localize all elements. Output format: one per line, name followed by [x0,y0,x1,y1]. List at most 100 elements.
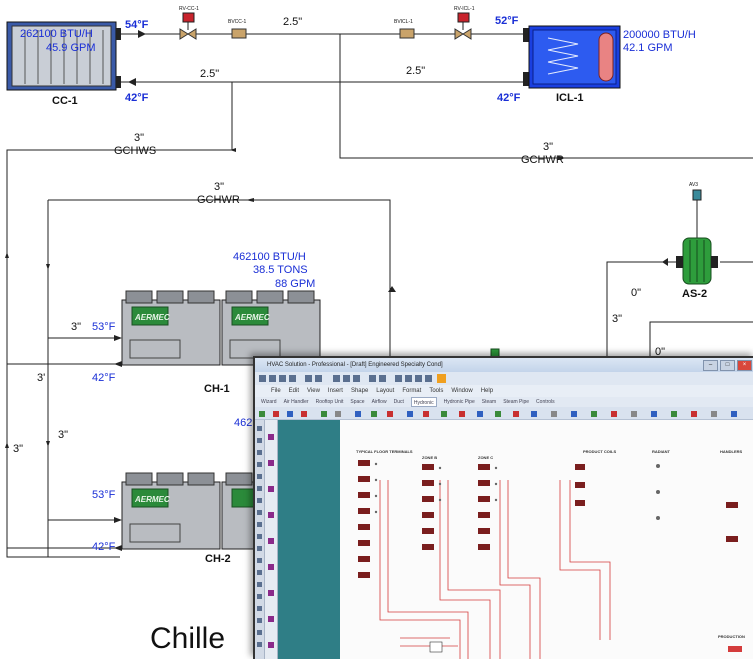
pipe-network [6,33,753,558]
title-bar[interactable]: HVAC Solution - Professional - [Draft] E… [255,358,753,372]
ch2-temp-out: 42°F [92,541,116,553]
ch1-name: CH-1 [204,383,230,395]
tab-airflow[interactable]: Airflow [371,399,387,405]
minimize-button[interactable]: – [703,360,718,371]
canvas-label-zone-c: ZONE C [478,455,493,460]
drawing-canvas[interactable]: TYPICAL FLOOR TERMINALS ZONE B ZONE C PR… [340,420,753,659]
icl1-gpm: 42.1 GPM [623,42,673,54]
menu-edit[interactable]: Edit [288,388,300,394]
gchwr-label: GCHWR [197,194,240,206]
pipe-gchws [6,82,233,558]
stencil-pane [278,420,340,659]
menu-insert[interactable]: Insert [327,388,343,394]
left-v3-label: 3" [58,429,68,441]
shape-toolbar [255,407,753,420]
valve-bv-cc1[interactable]: BVCC-1 [228,19,247,39]
gchwr-size: 3" [214,181,224,193]
valve-bv-icl1[interactable]: BVICL-1 [394,19,415,39]
left-tool-icons [257,426,262,647]
pipe-size-top-return: 2.5" [200,68,219,80]
menu-shape[interactable]: Shape [350,388,369,394]
menu-layout[interactable]: Layout [376,388,395,394]
as2-vent: AV3 [689,182,698,188]
menu-help[interactable]: Help [480,388,494,394]
tab-air-handler[interactable]: Air Handler [283,399,309,405]
pipe-gchwr [48,199,391,357]
tab-controls[interactable]: Controls [536,399,555,405]
app-window: HVAC Solution - Professional - [Draft] E… [253,356,753,659]
maximize-button[interactable]: □ [720,360,735,371]
gchwr-right-label: GCHWR [521,154,564,166]
menu-view[interactable]: View [307,388,320,394]
ch1-size-in: 3" [71,321,81,333]
canvas-drawing: TYPICAL FLOOR TERMINALS ZONE B ZONE C PR… [356,449,745,659]
tab-space[interactable]: Space [350,399,365,405]
cc1-temp-supply: 54°F [125,19,149,31]
tab-duct[interactable]: Duct [393,399,404,405]
as2-unit[interactable]: AV3 AS-2 [676,182,718,300]
tab-steam-pipe[interactable]: Steam Pipe [503,399,530,405]
ch2-unit[interactable]: AERMEC 462 53°F 42°F CH-2 [92,417,263,565]
ch1-brand-b: AERMEC [234,313,270,322]
tab-wizard[interactable]: Wizard [261,399,277,405]
ch1-temp-in: 53°F [92,321,116,333]
ch1-gpm: 88 GPM [275,278,315,290]
icl1-unit[interactable]: 200000 BTU/H 42.1 GPM ICL-1 52°F 42°F [495,15,696,104]
canvas-label-production: PRODUCTION [718,634,745,639]
tab-hydronic-pipe[interactable]: Hydronic Pipe [443,399,475,405]
ch1-size-out: 3' [37,372,45,384]
valve-label: BVCC-1 [228,19,247,25]
cc1-name: CC-1 [52,95,78,107]
icl1-temp-supply: 52°F [495,15,519,27]
palette-icons [268,434,274,648]
gchws-label: GCHWS [114,145,156,157]
menu-format[interactable]: Format [402,388,422,394]
icl1-name: ICL-1 [556,92,584,104]
close-button[interactable]: × [737,360,752,371]
pipe-size-icl-return: 2.5" [406,65,425,77]
ch2-btu-partial: 462 [234,417,252,429]
valve-rv-cc1[interactable]: RV-CC-1 [179,6,199,40]
canvas-label-terminals: TYPICAL FLOOR TERMINALS [356,449,413,454]
ch2-temp-in: 53°F [92,489,116,501]
ch1-tons: 38.5 TONS [253,264,308,276]
as2-pipe-3: 3" [612,313,622,325]
canvas-red-pipes [379,480,611,659]
canvas-label-zone-b: ZONE B [422,455,437,460]
left-toolbar [255,420,265,659]
menu-tools[interactable]: Tools [429,388,444,394]
valve-rv-icl1[interactable]: RV-ICL-1 [454,6,475,40]
tab-steam[interactable]: Steam [481,399,497,405]
icl1-btu: 200000 BTU/H [623,29,696,41]
tab-rooftop-unit[interactable]: Rooftop Unit [315,399,344,405]
tab-hydronic[interactable]: Hydronic [410,397,437,407]
menu-window[interactable]: Window [451,388,473,394]
valve-label: RV-ICL-1 [454,6,475,12]
ch2-name: CH-2 [205,553,231,565]
as2-name: AS-2 [682,288,707,300]
canvas-label-radiant: RADIANT [652,449,671,454]
quick-access-icons [259,374,446,383]
valve-label: BVICL-1 [394,19,413,25]
canvas-terminals [358,460,742,653]
cc1-unit[interactable]: 262100 BTU/H 45.9 GPM CC-1 54°F 42°F [6,19,149,107]
gchws-size: 3" [134,132,144,144]
window-title: HVAC Solution - Professional - [Draft] E… [267,362,443,368]
pipe-riser-main [339,34,753,159]
cc1-temp-return: 42°F [125,92,149,104]
quick-access-toolbar [255,372,753,385]
ch1-temp-out: 42°F [92,372,116,384]
ch2-brand: AERMEC [134,495,170,504]
pipe-size-top-supply: 2.5" [283,16,302,28]
ch1-brand: AERMEC [134,313,170,322]
ch1-unit[interactable]: AERMEC AERMEC 462100 BTU/H 38.5 TONS 88 … [37,251,321,395]
shape-palette [265,420,278,659]
icl1-temp-return: 42°F [497,92,521,104]
left-3-label: 3" [13,443,23,455]
shape-tool-icons [259,411,737,417]
menu-file[interactable]: File [271,388,281,394]
gchwr-right-size: 3" [543,141,553,153]
as2-pipe-0b: 0" [655,346,665,358]
menu-bar: File Edit View Insert Shape Layout Forma… [255,385,753,397]
canvas-label-handlers: HANDLERS [720,449,743,454]
